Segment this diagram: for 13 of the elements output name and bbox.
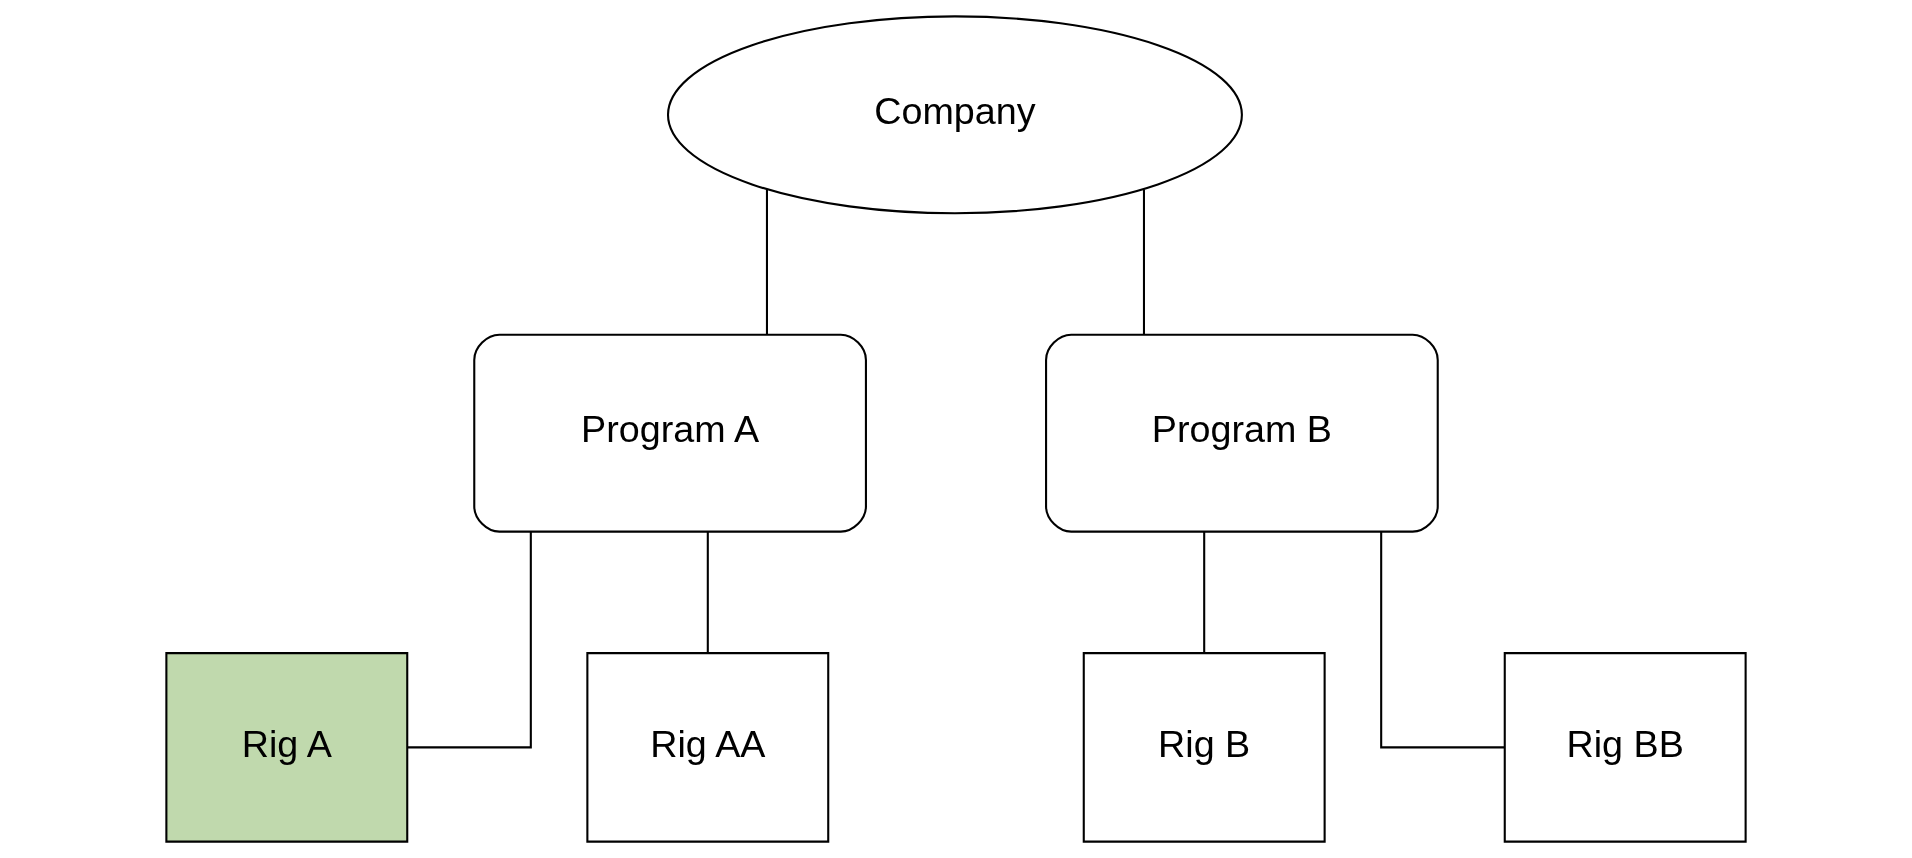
connector <box>706 531 709 653</box>
node-ellipse: Company <box>666 15 1243 215</box>
connector <box>407 531 532 749</box>
node-box: Rig BB <box>1503 652 1747 843</box>
connector <box>1203 531 1206 653</box>
connector <box>1380 531 1505 749</box>
node-box: Program B <box>1045 333 1439 533</box>
connector <box>1142 189 1146 335</box>
connector <box>765 189 768 335</box>
node-box: Rig AA <box>586 652 830 843</box>
node-box: Rig A <box>165 652 409 843</box>
node-box: Program A <box>473 333 867 533</box>
node-box: Rig B <box>1082 652 1326 843</box>
